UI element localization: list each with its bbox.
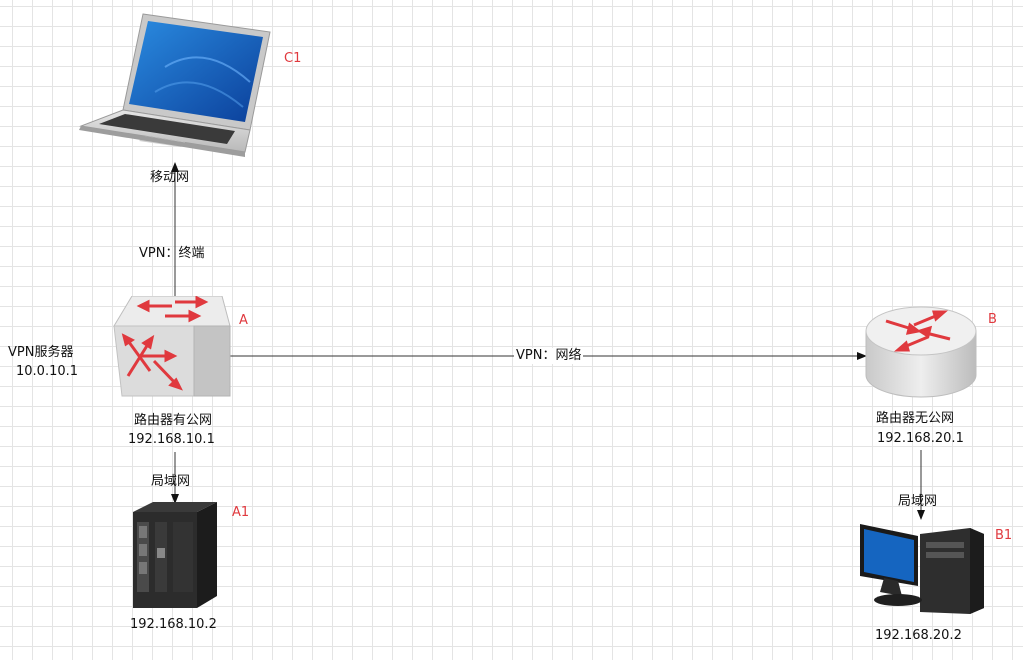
node-tag-a1: A1 — [232, 505, 250, 520]
node-name-a: 路由器有公网 — [134, 413, 213, 428]
node-label-c1: 移动网 — [150, 170, 190, 185]
link-label-b-b1: 局域网 — [898, 494, 938, 509]
node-name-b: 路由器无公网 — [876, 411, 955, 426]
router-icon — [864, 303, 978, 407]
server-tower-icon — [125, 500, 225, 616]
node-tag-c1: C1 — [284, 51, 302, 66]
laptop-icon — [75, 12, 275, 166]
node-side-label-a: VPN服务器 — [8, 345, 74, 360]
router-switch-icon — [110, 295, 234, 410]
node-tag-b1: B1 — [995, 528, 1013, 543]
node-tag-b: B — [988, 312, 997, 327]
node-ip-a: 192.168.10.1 — [128, 432, 215, 447]
node-ip-b1: 192.168.20.2 — [875, 628, 962, 643]
node-side-ip-a: 10.0.10.1 — [16, 364, 79, 379]
node-tag-a: A — [239, 313, 248, 328]
desktop-computer-icon — [858, 522, 988, 618]
link-label-a-a1: 局域网 — [151, 474, 191, 489]
link-label-a-c1: VPN：终端 — [139, 246, 205, 261]
node-ip-b: 192.168.20.1 — [877, 431, 964, 446]
link-label-a-b: VPN：网络 — [514, 348, 584, 364]
node-ip-a1: 192.168.10.2 — [130, 617, 217, 632]
